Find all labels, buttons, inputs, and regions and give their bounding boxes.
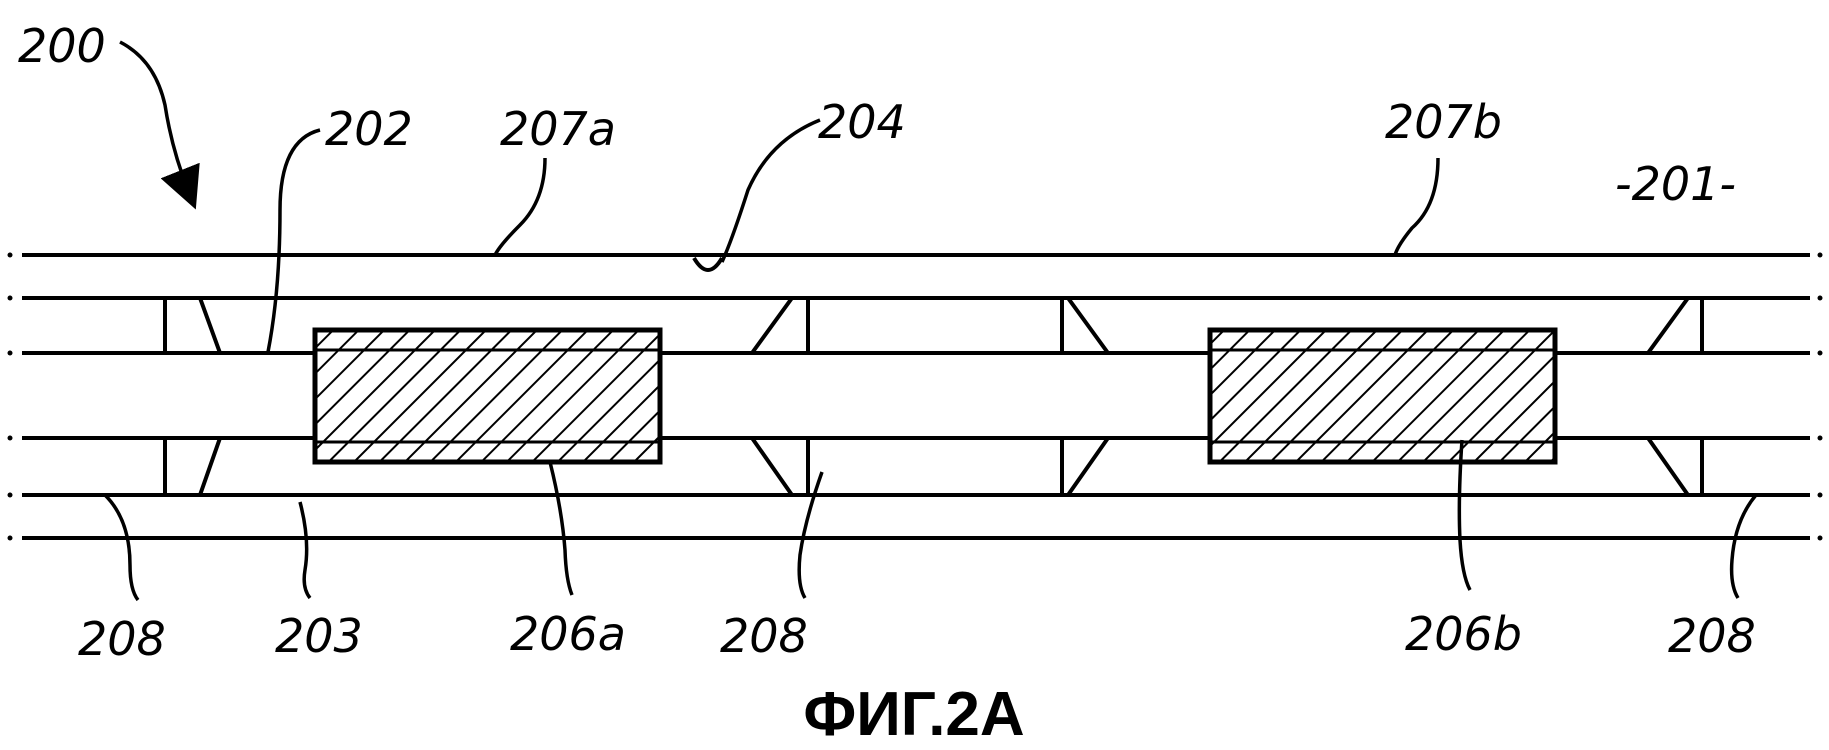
leader-206b — [1457, 439, 1472, 591]
leader-200-arrow — [119, 40, 200, 210]
spacer-left-lower — [22, 436, 223, 497]
edge-dots — [7, 252, 1823, 541]
dot-left-6 — [7, 535, 13, 541]
leader-203 — [298, 501, 312, 600]
spacer-right-lower — [1646, 436, 1810, 497]
spacer-right-upper — [1646, 296, 1810, 355]
dot-left-1 — [7, 252, 13, 258]
spacer-left-upper — [22, 296, 223, 355]
dot-right-1 — [1817, 252, 1823, 258]
label-206b: 206b — [1405, 607, 1522, 661]
hatched-bodies — [312, 327, 1558, 465]
label-208-mid: 208 — [720, 609, 808, 663]
dot-right-6 — [1817, 535, 1823, 541]
leader-207a — [493, 157, 547, 256]
dot-right-3 — [1817, 350, 1823, 356]
figure-caption: ФИГ.2А — [803, 680, 1024, 749]
wall-notch-204 — [692, 256, 724, 272]
dot-left-5 — [7, 492, 13, 498]
label-206a: 206a — [510, 607, 626, 661]
leader-208-left — [103, 493, 140, 602]
reference-labels: 200 202 207a 204 207b -201- 208 203 206a… — [18, 19, 1756, 666]
label-207b: 207b — [1385, 95, 1502, 149]
dot-right-5 — [1817, 492, 1823, 498]
hatched-body-206b — [1207, 327, 1558, 465]
label-203: 203 — [275, 609, 363, 663]
label-207a: 207a — [500, 102, 616, 156]
label-204: 204 — [818, 95, 906, 149]
label-200: 200 — [18, 19, 106, 73]
hatched-body-206a — [312, 327, 663, 465]
leader-208-right — [1729, 493, 1758, 599]
dot-right-2 — [1817, 295, 1823, 301]
dot-left-4 — [7, 435, 13, 441]
dot-left-2 — [7, 295, 13, 301]
label-208-left: 208 — [78, 612, 166, 666]
dot-right-4 — [1817, 435, 1823, 441]
label-201: -201- — [1615, 157, 1736, 211]
leader-202 — [266, 128, 321, 353]
leader-206a — [548, 461, 574, 596]
leader-204 — [720, 118, 821, 263]
label-208-right: 208 — [1668, 609, 1756, 663]
leader-207b — [1393, 157, 1440, 256]
leader-208-mid — [797, 471, 824, 599]
spacer-blocks — [22, 296, 1810, 497]
spacer-mid-lower — [750, 436, 1110, 497]
spacer-mid-upper — [750, 296, 1110, 355]
dot-left-3 — [7, 350, 13, 356]
label-202: 202 — [325, 102, 413, 156]
leader-lines — [103, 40, 1758, 602]
